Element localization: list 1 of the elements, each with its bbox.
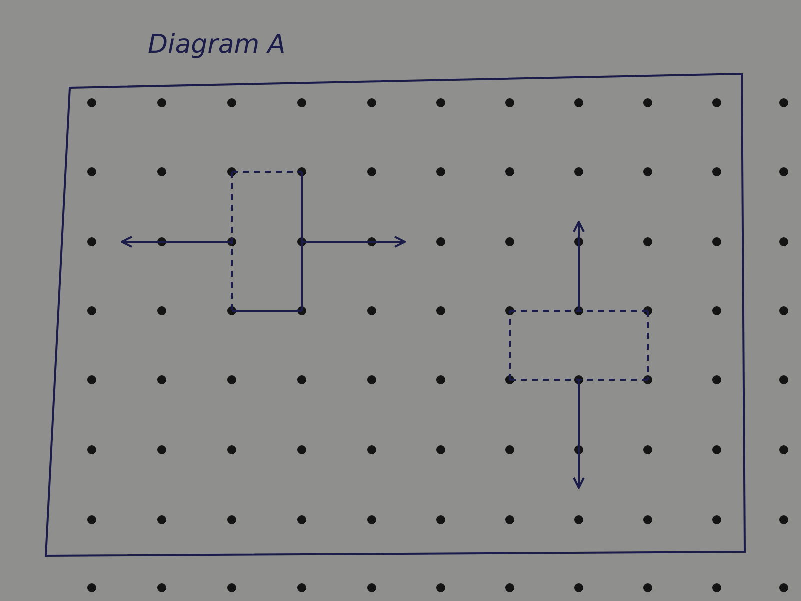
page-title: Diagram A	[148, 30, 286, 60]
